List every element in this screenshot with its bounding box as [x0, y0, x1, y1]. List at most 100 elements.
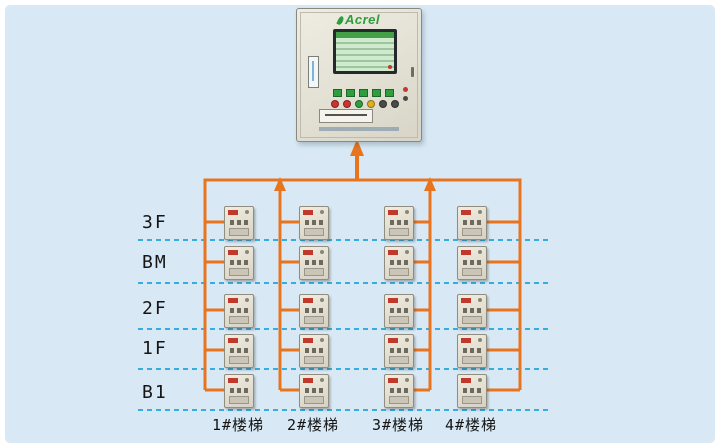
device-base [389, 356, 409, 364]
device-led-icon [405, 210, 409, 214]
device-tag [461, 250, 471, 255]
control-button-icon [343, 100, 351, 108]
indicator-button-icon [359, 89, 368, 97]
device-tag [461, 338, 471, 343]
device-terminals [385, 260, 413, 265]
indicator-button-icon [346, 89, 355, 97]
device-module [224, 374, 254, 408]
stair-column-label: 3#楼梯 [371, 416, 425, 434]
device-module [299, 294, 329, 328]
cabinet-button-row-1 [333, 89, 394, 97]
dark-led-icon [403, 96, 408, 101]
device-module [457, 374, 487, 408]
device-base [229, 228, 249, 236]
device-base [389, 228, 409, 236]
device-base [462, 356, 482, 364]
device-module [224, 206, 254, 240]
device-base [462, 396, 482, 404]
device-led-icon [478, 338, 482, 342]
device-module [224, 334, 254, 368]
cabinet-screen-content [336, 32, 394, 71]
device-base [304, 316, 324, 324]
device-module [457, 294, 487, 328]
device-tag [388, 298, 398, 303]
device-led-icon [478, 378, 482, 382]
device-led-icon [320, 338, 324, 342]
device-led-icon [478, 298, 482, 302]
device-tag [303, 378, 313, 383]
device-module [384, 294, 414, 328]
device-tag [228, 250, 238, 255]
device-base [304, 228, 324, 236]
device-terminals [225, 220, 253, 225]
cabinet-side-leds [403, 87, 408, 101]
device-tag [461, 298, 471, 303]
device-tag [228, 298, 238, 303]
device-tag [461, 378, 471, 383]
printer-slot [319, 109, 373, 123]
device-tag [303, 250, 313, 255]
device-module [299, 334, 329, 368]
device-led-icon [478, 250, 482, 254]
device-terminals [458, 260, 486, 265]
arrow-up-icon [424, 177, 436, 191]
stair-column-label: 1#楼梯 [211, 416, 265, 434]
stair-column-label: 2#楼梯 [286, 416, 340, 434]
cabinet-button-row-2 [331, 100, 399, 108]
device-base [462, 268, 482, 276]
device-terminals [458, 308, 486, 313]
control-button-icon [331, 100, 339, 108]
level-gauge [308, 56, 319, 88]
device-module [299, 206, 329, 240]
device-terminals [225, 348, 253, 353]
fire-monitor-cabinet: Acrel [296, 8, 422, 142]
device-led-icon [320, 210, 324, 214]
device-module [299, 246, 329, 280]
red-led-icon [403, 87, 408, 92]
device-terminals [458, 388, 486, 393]
device-module [224, 246, 254, 280]
device-led-icon [405, 250, 409, 254]
device-led-icon [245, 250, 249, 254]
device-led-icon [320, 298, 324, 302]
device-tag [303, 298, 313, 303]
door-handle [411, 67, 414, 77]
indicator-button-icon [372, 89, 381, 97]
device-base [462, 228, 482, 236]
device-module [384, 374, 414, 408]
device-module [384, 334, 414, 368]
device-tag [303, 338, 313, 343]
device-led-icon [405, 298, 409, 302]
device-tag [388, 338, 398, 343]
device-base [389, 268, 409, 276]
brand-text: Acrel [344, 12, 381, 27]
floor-label: 1F [142, 338, 168, 359]
cabinet-nameplate [319, 127, 399, 131]
device-base [389, 316, 409, 324]
device-base [229, 396, 249, 404]
cabinet-screen-bezel [333, 29, 397, 74]
arrow-up-icon [274, 177, 286, 191]
device-tag [388, 250, 398, 255]
device-base [462, 316, 482, 324]
stair-column-label: 4#楼梯 [444, 416, 498, 434]
device-module [299, 374, 329, 408]
device-module [457, 334, 487, 368]
device-terminals [458, 220, 486, 225]
device-terminals [225, 308, 253, 313]
device-led-icon [320, 250, 324, 254]
control-button-icon [391, 100, 399, 108]
control-button-icon [355, 100, 363, 108]
device-base [229, 268, 249, 276]
device-tag [228, 378, 238, 383]
device-module [457, 206, 487, 240]
device-tag [228, 338, 238, 343]
device-terminals [300, 388, 328, 393]
leaf-icon [336, 15, 345, 26]
floor-label: 2F [142, 298, 168, 319]
device-terminals [385, 388, 413, 393]
floor-label: 3F [142, 212, 168, 233]
device-terminals [458, 348, 486, 353]
device-tag [228, 210, 238, 215]
device-tag [388, 210, 398, 215]
